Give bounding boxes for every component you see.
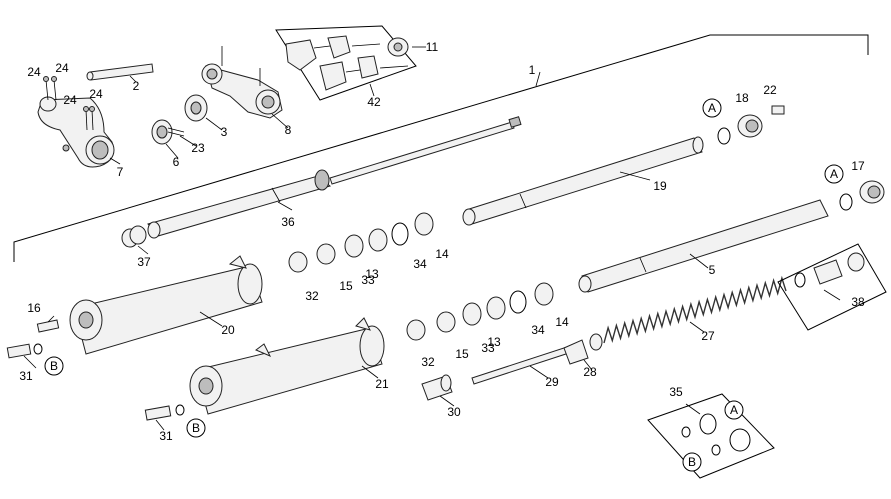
o-ring-A-right	[839, 193, 853, 211]
callout-29: 29	[545, 375, 559, 389]
circled-letter-A: A	[724, 400, 744, 420]
callout-27: 27	[701, 329, 715, 343]
callout-5: 5	[709, 263, 716, 277]
callout-38: 38	[851, 295, 865, 309]
callout-14: 14	[435, 247, 449, 261]
callout-24: 24	[89, 87, 103, 101]
callout-24: 24	[63, 93, 77, 107]
callout-31: 31	[19, 369, 33, 383]
fork-cap-part-18	[737, 114, 763, 138]
callout-23: 23	[191, 141, 205, 155]
o-ring-A-upper	[717, 127, 731, 145]
callout-15: 15	[339, 279, 353, 293]
bolt-part-16	[36, 319, 60, 333]
circled-letter-A: A	[824, 164, 844, 184]
fork-tube-part-5	[578, 199, 829, 293]
svg-text:B: B	[192, 421, 200, 435]
slider-part-21	[189, 317, 385, 415]
callout-42: 42	[367, 95, 381, 109]
o-ring-kit-part-35	[647, 393, 775, 479]
callout-13: 13	[365, 267, 379, 281]
clamp-ring-part-6	[151, 119, 173, 145]
callout-32: 32	[421, 355, 435, 369]
callout-35: 35	[669, 385, 683, 399]
leader-lines	[23, 46, 841, 431]
callout-32: 32	[305, 289, 319, 303]
callout-36: 36	[281, 215, 295, 229]
callout-6: 6	[173, 155, 180, 169]
callout-33: 33	[481, 341, 495, 355]
svg-text:A: A	[830, 167, 838, 181]
fork-spring-part-27	[603, 275, 787, 344]
callout-34: 34	[531, 323, 545, 337]
callout-31: 31	[159, 429, 173, 443]
callout-11: 11	[426, 40, 439, 54]
callout-15: 15	[455, 347, 469, 361]
callout-18: 18	[735, 91, 749, 105]
circled-letter-A: A	[702, 98, 722, 118]
ring-nut-part-3	[184, 94, 208, 122]
callout-13: 13	[487, 335, 501, 349]
callout-16: 16	[27, 301, 41, 315]
svg-text:B: B	[688, 455, 696, 469]
fork-cap-part-17	[859, 180, 885, 204]
triple-clamp-part-8	[201, 46, 283, 119]
clamp-bolts-part-24	[43, 76, 95, 131]
callout-28: 28	[583, 365, 597, 379]
handlebar-clamp-part-7	[37, 96, 115, 168]
callout-17: 17	[851, 159, 865, 173]
bushing-part-37	[121, 225, 147, 248]
callout-21: 21	[375, 377, 389, 391]
circled-letter-labels: A A A B B B	[44, 98, 844, 472]
svg-text:A: A	[708, 101, 716, 115]
seal-set-upper	[288, 212, 434, 273]
seal-set-lower	[406, 282, 554, 341]
circled-letter-B: B	[682, 452, 702, 472]
callout-8: 8	[285, 123, 292, 137]
bolt-part-22	[771, 105, 785, 115]
svg-text:B: B	[50, 359, 58, 373]
assembly-bracket-1	[13, 34, 869, 262]
clamp-kit-part-42	[275, 25, 417, 101]
circled-letter-B: B	[186, 418, 206, 438]
callout-20: 20	[221, 323, 235, 337]
callout-34: 34	[413, 257, 427, 271]
callout-2: 2	[133, 79, 140, 93]
callout-14: 14	[555, 315, 569, 329]
callout-1: 1	[529, 63, 536, 77]
callout-37: 37	[137, 255, 151, 269]
sleeve-part-30	[421, 374, 453, 401]
callout-19: 19	[653, 179, 667, 193]
callout-30: 30	[447, 405, 461, 419]
stud-part-2	[86, 63, 154, 81]
slider-part-20	[69, 255, 263, 355]
drain-plug-part-31-right	[144, 405, 172, 421]
o-ring-B-right	[175, 404, 185, 416]
callout-22: 22	[763, 83, 777, 97]
fork-tube-part-19	[462, 136, 704, 226]
callout-24: 24	[27, 65, 41, 79]
spring-seat-part-28	[563, 333, 603, 365]
svg-text:A: A	[730, 403, 738, 417]
callout-3: 3	[221, 125, 228, 139]
nut-part-11	[387, 37, 409, 57]
circled-letter-B: B	[44, 356, 64, 376]
drain-plug-part-31-left	[6, 343, 32, 359]
spacer-kit-part-38	[777, 243, 887, 331]
bolt-part-23	[167, 127, 185, 137]
callout-7: 7	[117, 165, 124, 179]
o-ring-B-left	[33, 343, 43, 355]
callout-33: 33	[361, 273, 375, 287]
damper-rod-part-36	[147, 116, 522, 239]
callout-24: 24	[55, 61, 69, 75]
